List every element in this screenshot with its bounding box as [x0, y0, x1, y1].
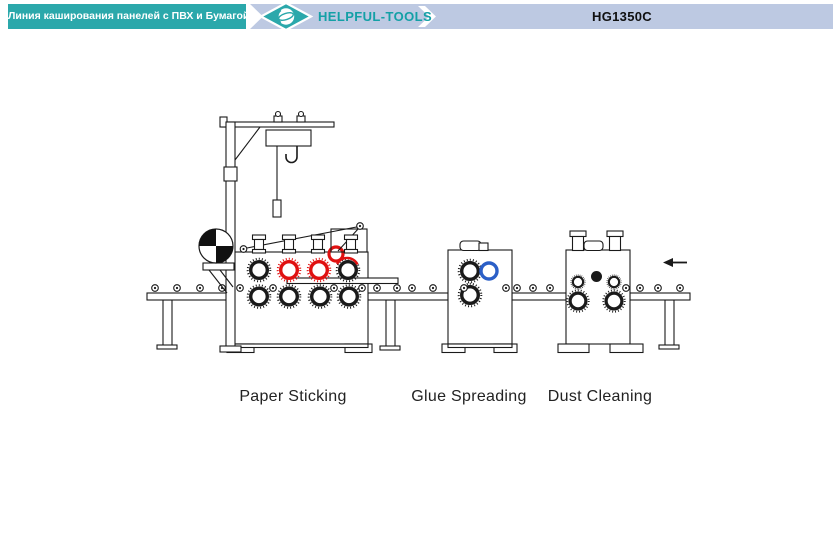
brand-name: HELPFUL-TOOLS [318, 9, 433, 24]
station-label-glue-spreading: Glue Spreading [411, 388, 526, 405]
crane-hoist [219, 110, 335, 353]
glue-spreading-machine [441, 240, 518, 354]
hoist-block [265, 129, 312, 147]
model-number: HG1350C [592, 9, 652, 24]
paper-roll [198, 228, 235, 294]
motor [459, 240, 482, 252]
paper-sticking-rollers [245, 245, 362, 310]
brand-band [250, 4, 833, 29]
hook-icon [285, 146, 298, 164]
left-arrow-icon [663, 258, 687, 267]
motor [583, 240, 604, 252]
panel-board [286, 277, 399, 285]
paper-web-path [239, 222, 368, 254]
cylinder [606, 230, 624, 252]
line-title-text: Линия каширования панелей с ПВХ и Бумаго… [8, 10, 250, 22]
station-label-paper-sticking: Paper Sticking [239, 388, 346, 405]
line-title-banner: Линия каширования панелей с ПВХ и Бумаго… [8, 4, 250, 29]
blue-glue-roller [479, 261, 499, 281]
glue-spreading-rollers [457, 258, 499, 308]
dust-cleaning-machine [557, 230, 644, 354]
red-guide-roller [327, 245, 345, 263]
station-label-dust-cleaning: Dust Cleaning [548, 388, 652, 405]
dust-cleaning-rollers [565, 271, 627, 314]
